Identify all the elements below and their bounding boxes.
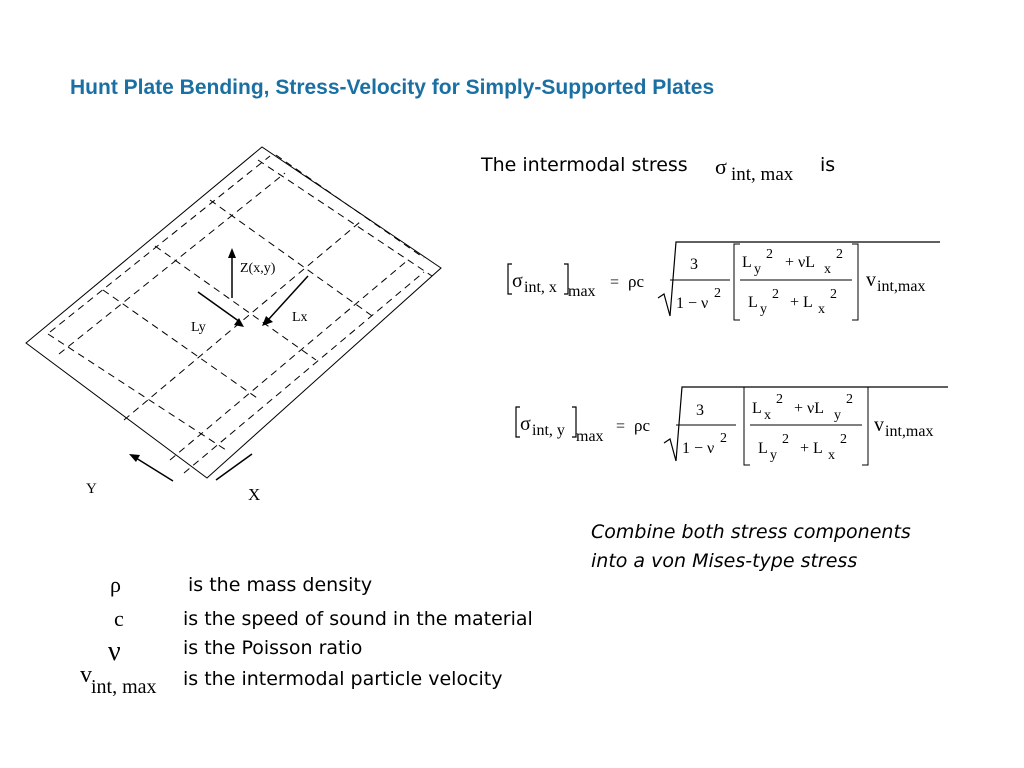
eq-x-radical: [657, 241, 940, 317]
eq-x-den-b-sq: 2: [830, 287, 837, 302]
eq-x-den-plus-l: + L: [790, 294, 813, 311]
eq-x-sigma-sub: int, x: [524, 279, 557, 296]
eq-y-num-b-sub: y: [834, 408, 841, 423]
legend-c-symbol: c: [114, 606, 124, 631]
intro-sigma-symbol: σ: [715, 154, 727, 179]
eq-y-den-a-sub: y: [770, 448, 777, 463]
eq-x-num-b-sq: 2: [836, 247, 843, 262]
eq-y-one-minus-nu: 1 − ν: [682, 440, 714, 457]
eq-y-left-bracket-open: [515, 406, 520, 438]
legend-nu-symbol: ν: [108, 636, 121, 667]
eq-x-num-a: L: [742, 254, 752, 271]
eq-x-sigma: σ: [512, 270, 523, 292]
z-label: Z(x,y): [240, 261, 276, 276]
ly-arrow: [197, 291, 241, 323]
eq-x-left-bracket-open: [507, 263, 512, 295]
eq-y-equals: =: [616, 418, 625, 435]
plate-diagram: Z(x,y) Ly Lx Y X: [25, 146, 442, 504]
eq-y-sigma-sub: int, y: [532, 422, 565, 439]
eq-x-v: v: [866, 269, 876, 291]
eq-y-max-sub: max: [576, 428, 604, 445]
eq-y-num-b-sq: 2: [846, 392, 853, 407]
y-axis-arrow-head: [129, 454, 140, 462]
eq-y-den-b-sub: x: [828, 448, 835, 463]
eq-y-den-b-sq: 2: [840, 432, 847, 447]
legend-c-text: is the speed of sound in the material: [183, 608, 533, 630]
eq-y-num-a-sq: 2: [776, 392, 783, 407]
eq-x-den-a-sub: y: [760, 302, 767, 317]
equation-x: σ int, x max = ρc 3 1 − ν 2 L y 2 + νL x…: [507, 241, 940, 321]
eq-y-sigma: σ: [520, 413, 531, 435]
ly-arrow-head: [234, 318, 244, 327]
intro-suffix: is: [820, 154, 836, 176]
eq-x-one-minus-nu: 1 − ν: [676, 295, 708, 312]
z-arrow-head: [228, 248, 236, 258]
plate-grid: [47, 154, 433, 474]
eq-x-plus-nu-l: + νL: [785, 254, 815, 271]
eq-x-v-sub: int,max: [877, 278, 925, 295]
page-title: Hunt Plate Bending, Stress-Velocity for …: [70, 76, 715, 99]
eq-y-num-a: L: [752, 400, 762, 417]
eq-x-num-b-sub: x: [824, 262, 831, 277]
eq-y-plus-nu-l: + νL: [794, 400, 824, 417]
eq-y-nu-sq: 2: [720, 431, 727, 446]
legend-rho-text: is the mass density: [188, 574, 373, 596]
ly-label: Ly: [191, 320, 206, 335]
y-axis-arrow: [135, 457, 174, 482]
combine-note-line-1: Combine both stress components: [591, 521, 911, 543]
eq-y-left-bracket-close: [572, 406, 577, 438]
eq-y-v: v: [874, 414, 884, 436]
legend-v-subscript: int, max: [91, 676, 157, 698]
eq-x-den-a-sq: 2: [772, 287, 779, 302]
eq-y-rho-c: ρc: [634, 416, 650, 435]
eq-y-radical: [663, 386, 948, 462]
x-axis-line: [215, 453, 253, 481]
intro-prefix: The intermodal stress: [481, 154, 688, 176]
legend-nu-text: is the Poisson ratio: [183, 637, 363, 659]
x-axis-label: X: [248, 485, 260, 504]
legend-v-text: is the intermodal particle velocity: [183, 668, 503, 690]
eq-x-left-bracket-close: [564, 263, 569, 295]
legend-rho-symbol: ρ: [110, 572, 121, 597]
eq-x-nu-sq: 2: [714, 286, 721, 301]
eq-x-num-a-sub: y: [754, 262, 761, 277]
eq-y-bracket-open: [743, 386, 750, 466]
lx-arrow: [267, 275, 309, 321]
eq-x-equals: =: [610, 274, 619, 291]
combine-note-line-2: into a von Mises-type stress: [591, 550, 858, 572]
eq-x-bracket-open: [733, 243, 740, 321]
lx-label: Lx: [292, 310, 308, 325]
y-axis-label: Y: [86, 481, 97, 497]
eq-x-max-sub: max: [568, 283, 596, 300]
equation-y: σ int, y max = ρc 3 1 − ν 2 L x 2 + νL y…: [515, 386, 948, 466]
eq-y-three: 3: [696, 402, 704, 419]
eq-y-bracket-close: [862, 386, 869, 466]
eq-x-den-b-sub: x: [818, 302, 825, 317]
eq-x-three: 3: [690, 256, 698, 273]
intro-sigma-subscript: int, max: [731, 164, 794, 185]
eq-y-den-a-sq: 2: [782, 432, 789, 447]
eq-x-den-a: L: [748, 294, 758, 311]
eq-x-rho-c: ρc: [628, 272, 644, 291]
legend-v-symbol: v: [80, 662, 92, 688]
plate-outline: [25, 146, 442, 479]
lx-arrow-head: [262, 316, 273, 326]
eq-x-num-a-sq: 2: [766, 247, 773, 262]
eq-y-num-a-sub: x: [764, 408, 771, 423]
eq-y-den-plus-l: + L: [800, 440, 823, 457]
eq-y-den-a: L: [758, 440, 768, 457]
eq-y-v-sub: int,max: [885, 423, 933, 440]
eq-x-bracket-close: [852, 243, 859, 321]
